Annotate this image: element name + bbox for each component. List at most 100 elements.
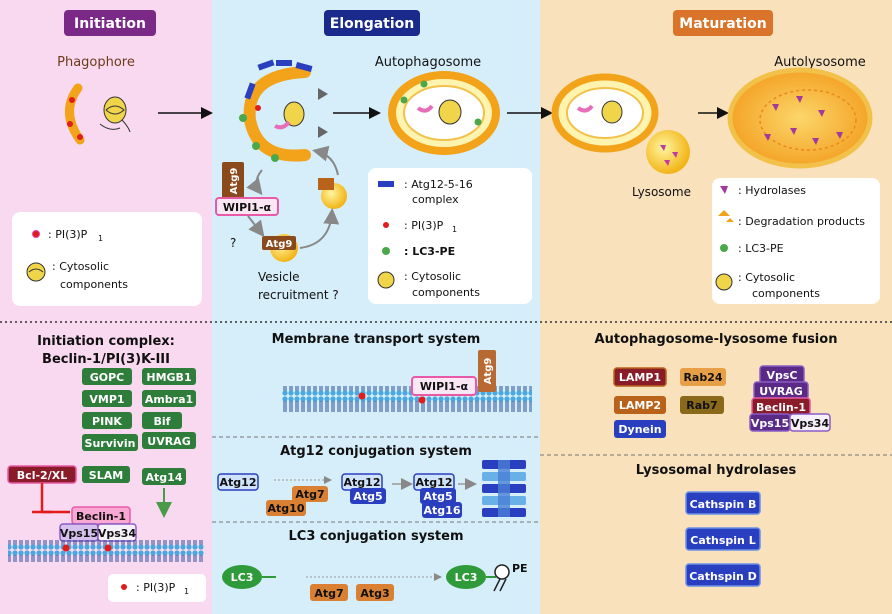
initiation-complex-title-1: Initiation complex: bbox=[37, 334, 175, 349]
pi3p-dot bbox=[418, 396, 426, 404]
svg-text:GOPC: GOPC bbox=[90, 371, 125, 384]
svg-text:Survivin: Survivin bbox=[85, 437, 136, 450]
vesicle-recruitment-label-1: Vesicle bbox=[258, 270, 300, 284]
svg-text:components: components bbox=[60, 278, 128, 291]
atg9-cycle: Atg9 WIPI1-α Atg9 ? Vesicle recruitment … bbox=[215, 145, 347, 302]
lc3-left: LC3 bbox=[222, 565, 276, 589]
uvrag-box: UVRAG bbox=[753, 381, 809, 400]
svg-text:Maturation: Maturation bbox=[679, 16, 766, 32]
green-box-slam: SLAM bbox=[82, 466, 130, 483]
atg12-complex-icon bbox=[482, 460, 526, 517]
vps34-box: Vps34 bbox=[97, 523, 137, 542]
svg-text:: Atg12-5-16: : Atg12-5-16 bbox=[404, 178, 473, 191]
autolysosome-icon bbox=[727, 67, 873, 169]
svg-text:Rab7: Rab7 bbox=[686, 399, 717, 412]
lc3-right: LC3 PE bbox=[446, 562, 528, 592]
svg-text:Cathspin B: Cathspin B bbox=[690, 498, 757, 511]
membrane-atg9: Atg9 bbox=[478, 350, 496, 392]
svg-text:Atg5: Atg5 bbox=[353, 490, 382, 503]
svg-text:Vps34: Vps34 bbox=[791, 417, 830, 430]
atg5-box-g: Atg5 bbox=[420, 488, 456, 504]
svg-text:1: 1 bbox=[452, 225, 457, 234]
cathepsin-d-box: Cathspin D bbox=[685, 563, 761, 587]
initiation-legend: : PI(3)P 1 : Cytosolic components bbox=[12, 212, 202, 306]
svg-text:Dynein: Dynein bbox=[618, 423, 661, 436]
pi3p-dot bbox=[358, 392, 366, 400]
svg-text:UVRAG: UVRAG bbox=[147, 435, 190, 448]
atg10-box: Atg10 bbox=[266, 500, 306, 516]
green-box-bif: Bif bbox=[142, 412, 182, 429]
svg-text:UVRAG: UVRAG bbox=[759, 385, 802, 398]
maturation-header: Maturation bbox=[673, 10, 773, 36]
svg-text:Vps15: Vps15 bbox=[60, 527, 98, 540]
svg-text:Beclin-1: Beclin-1 bbox=[76, 510, 126, 523]
svg-text:: LC3-PE: : LC3-PE bbox=[738, 242, 784, 255]
beclin-box: Beclin-1 bbox=[71, 506, 131, 525]
phagophore-icon bbox=[65, 83, 131, 145]
svg-text:Cathspin D: Cathspin D bbox=[689, 570, 757, 583]
svg-text:VpsC: VpsC bbox=[766, 369, 797, 382]
atg12-box-d: Atg12 bbox=[341, 473, 383, 491]
svg-text:: Cytosolic: : Cytosolic bbox=[738, 271, 795, 284]
green-box-uvrag: UVRAG bbox=[142, 432, 196, 449]
svg-text:Atg5: Atg5 bbox=[423, 490, 452, 503]
pi3p-dot bbox=[104, 544, 112, 552]
cathepsin-l-box: Cathspin L bbox=[685, 527, 761, 551]
svg-text:Bif: Bif bbox=[154, 415, 171, 428]
svg-text:1: 1 bbox=[98, 234, 103, 243]
atg12-box-f: Atg12 bbox=[413, 473, 455, 491]
fusion-vps15-box: Vps15 bbox=[749, 413, 791, 432]
atg9-vertical-label: Atg9 bbox=[229, 168, 240, 195]
svg-text:Bcl-2/XL: Bcl-2/XL bbox=[17, 469, 67, 482]
svg-text:Vps15: Vps15 bbox=[751, 417, 789, 430]
initiation-membrane bbox=[8, 540, 204, 562]
question-mark: ? bbox=[230, 236, 236, 250]
svg-text:Atg7: Atg7 bbox=[295, 488, 324, 501]
lc3-atg3-box: Atg3 bbox=[356, 584, 394, 601]
hydrolases-title: Lysosomal hydrolases bbox=[636, 463, 797, 478]
svg-text:Atg7: Atg7 bbox=[314, 587, 343, 600]
atg9-vesicle-label: Atg9 bbox=[266, 239, 293, 250]
wipi-label: WIPI1-α bbox=[223, 201, 272, 214]
svg-text:SLAM: SLAM bbox=[89, 469, 123, 482]
svg-text:Atg14: Atg14 bbox=[146, 471, 183, 484]
svg-text:Atg10: Atg10 bbox=[268, 502, 305, 515]
svg-text:1: 1 bbox=[184, 587, 189, 596]
elongation-header: Elongation bbox=[324, 10, 420, 36]
lc3-title: LC3 conjugation system bbox=[289, 529, 464, 544]
rab24-box: Rab24 bbox=[680, 368, 726, 386]
cathepsin-b-box: Cathspin B bbox=[685, 491, 761, 515]
svg-text:LC3: LC3 bbox=[231, 571, 254, 584]
svg-text:Cathspin L: Cathspin L bbox=[690, 534, 755, 547]
initiation-complex-title-2: Beclin-1/PI(3)K-III bbox=[42, 352, 170, 367]
svg-text:Vps34: Vps34 bbox=[98, 527, 137, 540]
membrane-wipi: WIPI1-α bbox=[411, 376, 477, 396]
lysosome-label: Lysosome bbox=[632, 185, 691, 199]
elongating-phagophore bbox=[239, 59, 328, 162]
svg-text:: PI(3)P: : PI(3)P bbox=[48, 228, 88, 241]
lamp2-box: LAMP2 bbox=[614, 396, 666, 414]
svg-text:Atg12: Atg12 bbox=[416, 476, 453, 489]
dynein-box: Dynein bbox=[614, 420, 666, 438]
svg-text:Atg12: Atg12 bbox=[344, 476, 381, 489]
vpsc-box: VpsC bbox=[759, 365, 805, 384]
lc3-atg7-box: Atg7 bbox=[310, 584, 348, 601]
green-box-vmp1: VMP1 bbox=[82, 390, 132, 407]
svg-text:: LC3-PE: : LC3-PE bbox=[404, 245, 455, 258]
svg-text:Rab24: Rab24 bbox=[683, 371, 722, 384]
svg-text:: Degradation products: : Degradation products bbox=[738, 215, 865, 228]
svg-text:Atg12: Atg12 bbox=[220, 476, 257, 489]
autolysosome-label: Autolysosome bbox=[774, 55, 866, 70]
green-box-survivin: Survivin bbox=[82, 434, 138, 451]
fusion-title: Autophagosome-lysosome fusion bbox=[595, 332, 838, 347]
maturation-legend: : Hydrolases : Degradation products : LC… bbox=[712, 178, 880, 304]
bcl2-inhibition bbox=[32, 483, 70, 514]
autophagosome-lysosome-icon bbox=[551, 73, 690, 174]
svg-text:Initiation: Initiation bbox=[74, 16, 146, 32]
svg-text:LAMP2: LAMP2 bbox=[619, 399, 661, 412]
svg-text:: Cytosolic: : Cytosolic bbox=[52, 260, 109, 273]
pi3p-dot bbox=[62, 544, 70, 552]
autophagosome-label: Autophagosome bbox=[375, 55, 481, 70]
rab7-box: Rab7 bbox=[680, 396, 724, 414]
